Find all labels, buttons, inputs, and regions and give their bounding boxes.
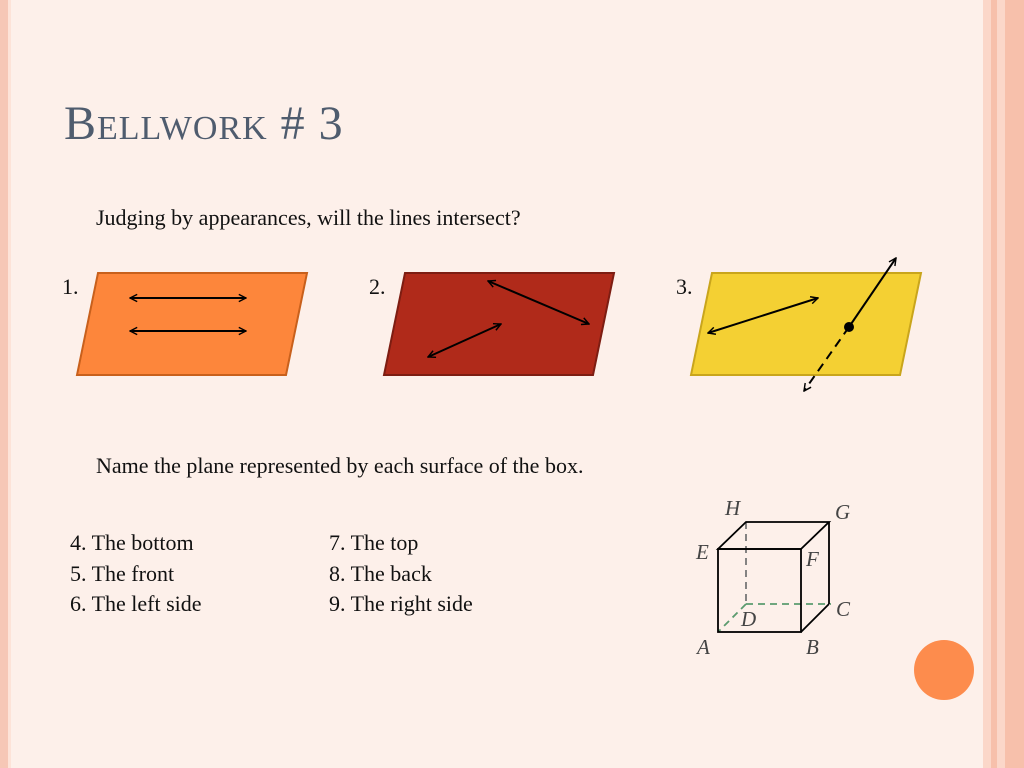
list-item: 6. The left side — [70, 591, 202, 616]
line-2a — [488, 281, 589, 324]
left-border-stripe — [0, 0, 8, 768]
right-border-stripe-2 — [991, 0, 997, 768]
vertex-label-b: B — [806, 635, 819, 659]
decorative-circle — [914, 640, 974, 700]
vertex-label-f: F — [806, 547, 819, 571]
right-border-stripe-3 — [997, 0, 1005, 768]
items-list-left: 4. The bottom 5. The front 6. The left s… — [70, 528, 202, 620]
line-3b-below-dashed — [804, 326, 850, 391]
question-intersect: Judging by appearances, will the lines i… — [96, 205, 521, 230]
box-diagram — [715, 521, 832, 633]
vertex-label-d: D — [741, 607, 757, 631]
list-item: 8. The back — [329, 560, 432, 586]
right-border-stripe-1 — [983, 0, 991, 768]
left-border-stripe-inner — [8, 0, 11, 768]
slide-title: Bellwork # 3 — [64, 97, 344, 150]
line-3a — [708, 298, 818, 333]
vertex-label-e: E — [696, 540, 709, 564]
figure-label-2: 2. — [369, 274, 386, 299]
vertex-label-h: H — [725, 496, 741, 520]
question-planes: Name the plane represented by each surfa… — [96, 453, 584, 478]
right-border-stripe-4 — [1005, 0, 1024, 768]
intersection-point — [844, 322, 854, 332]
vertex-label-g: G — [835, 500, 851, 524]
list-item: 9. The right side — [329, 591, 473, 616]
plane-1 — [75, 272, 309, 376]
line-3b-above — [848, 258, 896, 328]
vertex-label-c: C — [836, 597, 851, 621]
line-2b — [428, 324, 501, 357]
vertex-label-a: A — [697, 635, 710, 659]
figure-label-3: 3. — [676, 274, 693, 299]
list-item: 5. The front — [70, 560, 175, 586]
figure-label-1: 1. — [62, 274, 79, 299]
list-item: 4. The bottom — [70, 530, 194, 555]
plane-3 — [689, 272, 923, 376]
items-list-right: 7. The top 8. The back 9. The right side — [329, 528, 473, 620]
list-item: 7. The top — [329, 530, 419, 555]
